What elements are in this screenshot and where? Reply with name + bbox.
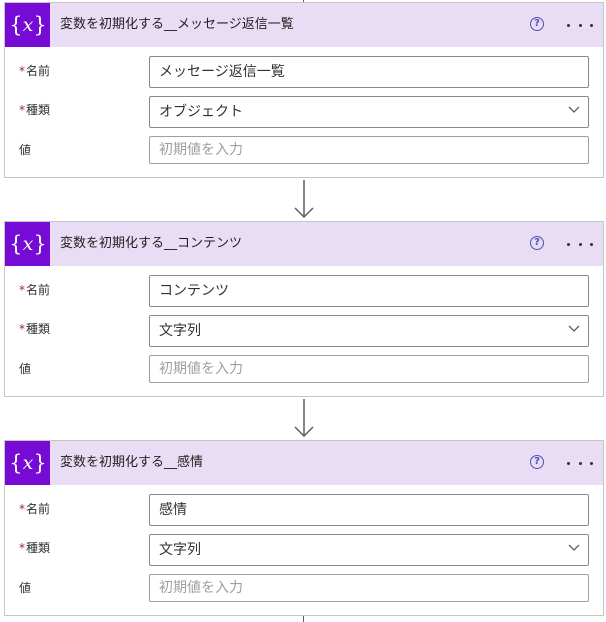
required-marker: * <box>19 502 25 516</box>
chevron-down-icon <box>568 544 580 551</box>
value-input[interactable]: 初期値を入力 <box>149 574 589 602</box>
card-header[interactable]: {x} 変数を初期化する__メッセージ返信一覧 ? <box>5 3 603 47</box>
help-icon[interactable]: ? <box>530 455 544 469</box>
value-input[interactable]: 初期値を入力 <box>149 355 589 383</box>
chevron-down-icon <box>568 106 580 113</box>
connector-top <box>303 0 304 2</box>
card-title[interactable]: 変数を初期化する__感情 <box>60 455 204 470</box>
value-label: 値 <box>19 581 32 595</box>
help-icon[interactable]: ? <box>530 236 544 250</box>
card-header[interactable]: {x} 変数を初期化する__感情 ? <box>5 441 603 485</box>
variable-card-1[interactable]: {x} 変数を初期化する__メッセージ返信一覧 ? *名前 メッセージ返信一覧 … <box>4 2 604 178</box>
name-label: *名前 <box>19 283 51 297</box>
type-label: *種類 <box>19 103 51 117</box>
card-title[interactable]: 変数を初期化する__メッセージ返信一覧 <box>60 17 294 32</box>
required-marker: * <box>19 103 25 117</box>
chevron-down-icon <box>568 325 580 332</box>
more-options-icon[interactable] <box>567 17 593 33</box>
variable-card-2[interactable]: {x} 変数を初期化する__コンテンツ ? *名前 コンテンツ *種類 文字列 … <box>4 221 604 397</box>
variable-icon: {x} <box>5 3 50 47</box>
name-input[interactable]: コンテンツ <box>149 275 589 307</box>
type-select[interactable]: オブジェクト <box>149 96 589 128</box>
type-select[interactable]: 文字列 <box>149 315 589 347</box>
arrow-down-icon <box>294 180 314 219</box>
connector-bottom <box>303 616 304 622</box>
name-label: *名前 <box>19 502 51 516</box>
value-label: 値 <box>19 143 32 157</box>
required-marker: * <box>19 541 25 555</box>
variable-card-3[interactable]: {x} 変数を初期化する__感情 ? *名前 感情 *種類 文字列 値 初期値を… <box>4 440 604 616</box>
more-options-icon[interactable] <box>567 455 593 471</box>
value-label: 値 <box>19 362 32 376</box>
card-title[interactable]: 変数を初期化する__コンテンツ <box>60 236 243 251</box>
card-header[interactable]: {x} 変数を初期化する__コンテンツ ? <box>5 222 603 266</box>
type-label: *種類 <box>19 322 51 336</box>
type-label: *種類 <box>19 541 51 555</box>
value-input[interactable]: 初期値を入力 <box>149 136 589 164</box>
help-icon[interactable]: ? <box>530 17 544 31</box>
more-options-icon[interactable] <box>567 236 593 252</box>
type-select-value: 文字列 <box>159 323 201 339</box>
required-marker: * <box>19 322 25 336</box>
arrow-down-icon <box>294 399 314 438</box>
name-input[interactable]: 感情 <box>149 494 589 526</box>
type-select-value: オブジェクト <box>159 104 243 120</box>
name-input[interactable]: メッセージ返信一覧 <box>149 56 589 88</box>
type-select[interactable]: 文字列 <box>149 534 589 566</box>
type-select-value: 文字列 <box>159 542 201 558</box>
name-label: *名前 <box>19 64 51 78</box>
required-marker: * <box>19 64 25 78</box>
required-marker: * <box>19 283 25 297</box>
variable-icon: {x} <box>5 222 50 266</box>
variable-icon: {x} <box>5 441 50 485</box>
